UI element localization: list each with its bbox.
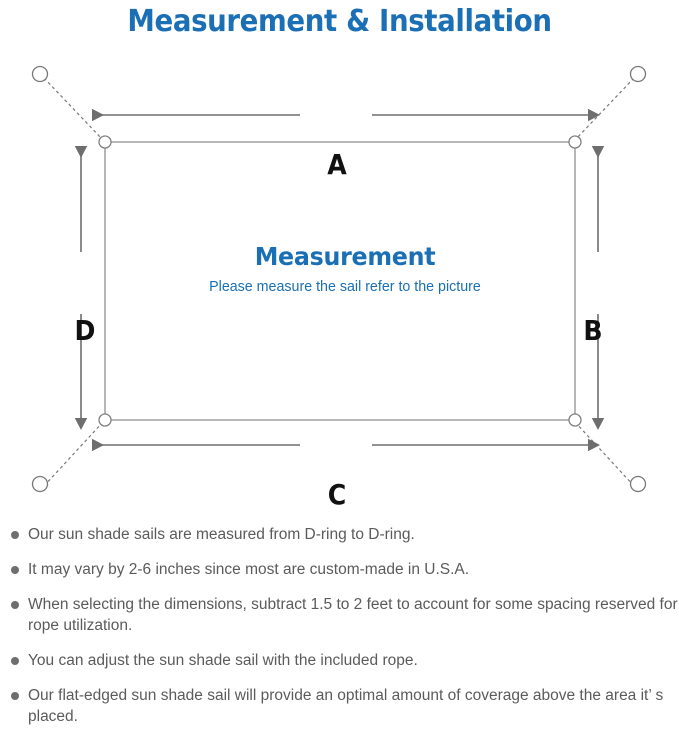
rope-lines <box>43 77 635 487</box>
diagram-svg <box>31 65 647 493</box>
d-ring-top-right <box>568 135 582 149</box>
bullet-icon <box>11 601 19 609</box>
dimension-label-b: B <box>583 314 603 347</box>
rope-top-left <box>43 77 104 141</box>
rope-bottom-right <box>574 421 635 487</box>
rope-top-right <box>574 77 635 141</box>
bullet-icon <box>11 531 19 539</box>
sail-rectangle <box>104 141 576 421</box>
dimension-label-d: D <box>74 314 96 347</box>
list-item: Our flat-edged sun shade sail will provi… <box>0 685 679 727</box>
bullet-icon <box>11 566 19 574</box>
page-title: Measurement & Installation <box>127 4 552 39</box>
d-ring-bottom-left <box>98 413 112 427</box>
note-text: It may vary by 2-6 inches since most are… <box>28 561 470 578</box>
list-item: It may vary by 2-6 inches since most are… <box>0 559 679 580</box>
d-rings <box>98 135 582 427</box>
rope-bottom-left <box>43 421 104 487</box>
list-item: You can adjust the sun shade sail with t… <box>0 650 679 671</box>
list-item: Our sun shade sails are measured from D-… <box>0 524 679 545</box>
anchor-point-top-left <box>31 65 49 83</box>
dimension-label-c: C <box>327 478 347 511</box>
anchor-point-bottom-left <box>31 475 49 493</box>
bullet-icon <box>11 657 19 665</box>
anchor-point-top-right <box>629 65 647 83</box>
anchor-points <box>31 65 647 493</box>
notes-list: Our sun shade sails are measured from D-… <box>0 524 679 741</box>
anchor-point-bottom-right <box>629 475 647 493</box>
d-ring-bottom-right <box>568 413 582 427</box>
note-text: When selecting the dimensions, subtract … <box>28 596 678 634</box>
bullet-icon <box>11 692 19 700</box>
note-text: You can adjust the sun shade sail with t… <box>28 652 418 669</box>
dimension-label-a: A <box>327 148 347 181</box>
d-ring-top-left <box>98 135 112 149</box>
list-item: When selecting the dimensions, subtract … <box>0 594 679 636</box>
measurement-diagram: Measurement Please measure the sail refe… <box>0 52 679 514</box>
note-text: Our sun shade sails are measured from D-… <box>28 526 415 543</box>
note-text: Our flat-edged sun shade sail will provi… <box>28 687 664 725</box>
